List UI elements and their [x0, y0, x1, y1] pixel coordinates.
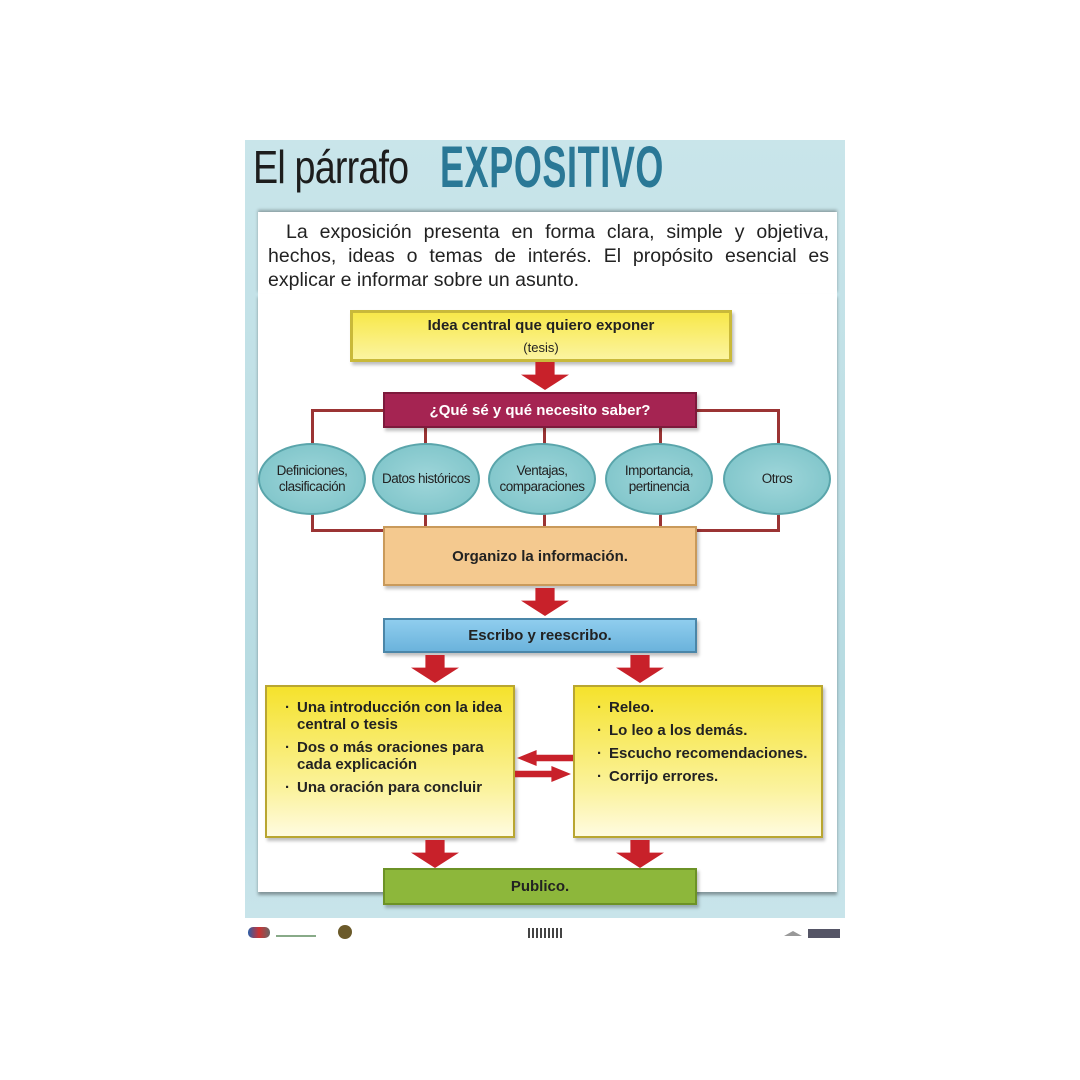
organize-text: Organizo la información. — [452, 547, 628, 565]
publish-text: Publico. — [510, 878, 570, 895]
topic-oval: Ventajas, comparaciones — [488, 443, 596, 515]
write-box: Escribo y reescribo. — [383, 618, 697, 653]
organize-box: Organizo la información. — [383, 526, 697, 586]
revise-box: Releo. Lo leo a los demás. Escucho recom… — [573, 685, 823, 838]
title-part1: El párrafo — [253, 141, 409, 193]
logo-icon — [808, 929, 840, 938]
revise-item: Lo leo a los demás. — [597, 722, 811, 739]
logo-icon — [248, 927, 270, 938]
revise-item: Corrijo errores. — [597, 768, 811, 785]
question-box: ¿Qué sé y qué necesito saber? — [383, 392, 697, 428]
structure-box: Una introducción con la idea central o t… — [265, 685, 515, 838]
topic-label: Otros — [761, 471, 793, 486]
structure-item: Una introducción con la idea central o t… — [285, 699, 503, 733]
topic-label: Definiciones, clasificación — [276, 463, 348, 494]
write-text: Escribo y reescribo. — [468, 627, 612, 644]
barcode-icon — [528, 928, 564, 938]
title-part2: EXPOSITIVO — [440, 135, 665, 200]
topic-oval: Datos históricos — [372, 443, 480, 515]
topic-label: Ventajas, comparaciones — [499, 463, 585, 494]
idea-sub: (tesis) — [523, 340, 559, 355]
revise-item: Releo. — [597, 699, 811, 716]
topic-oval: Importancia, pertinencia — [605, 443, 713, 515]
intro-text: La exposición presenta en forma clara, s… — [268, 221, 829, 291]
revise-item: Escucho recomendaciones. — [597, 745, 811, 762]
structure-item: Una oración para concluir — [285, 779, 503, 796]
structure-item: Dos o más oraciones para cada explicació… — [285, 739, 503, 773]
logo-icon — [276, 935, 316, 937]
idea-label: Idea central que quiero exponer — [427, 317, 655, 334]
topic-oval: Otros — [723, 443, 831, 515]
publish-box: Publico. — [383, 868, 697, 905]
question-text: ¿Qué sé y qué necesito saber? — [429, 401, 651, 419]
topic-oval: Definiciones, clasificación — [258, 443, 366, 515]
logo-icon — [784, 931, 802, 936]
seal-icon — [338, 925, 352, 939]
topic-label: Importancia, pertinencia — [624, 463, 694, 494]
intro-box: La exposición presenta en forma clara, s… — [258, 212, 837, 294]
idea-central-box: Idea central que quiero exponer (tesis) — [350, 310, 732, 362]
topic-label: Datos históricos — [381, 471, 471, 486]
